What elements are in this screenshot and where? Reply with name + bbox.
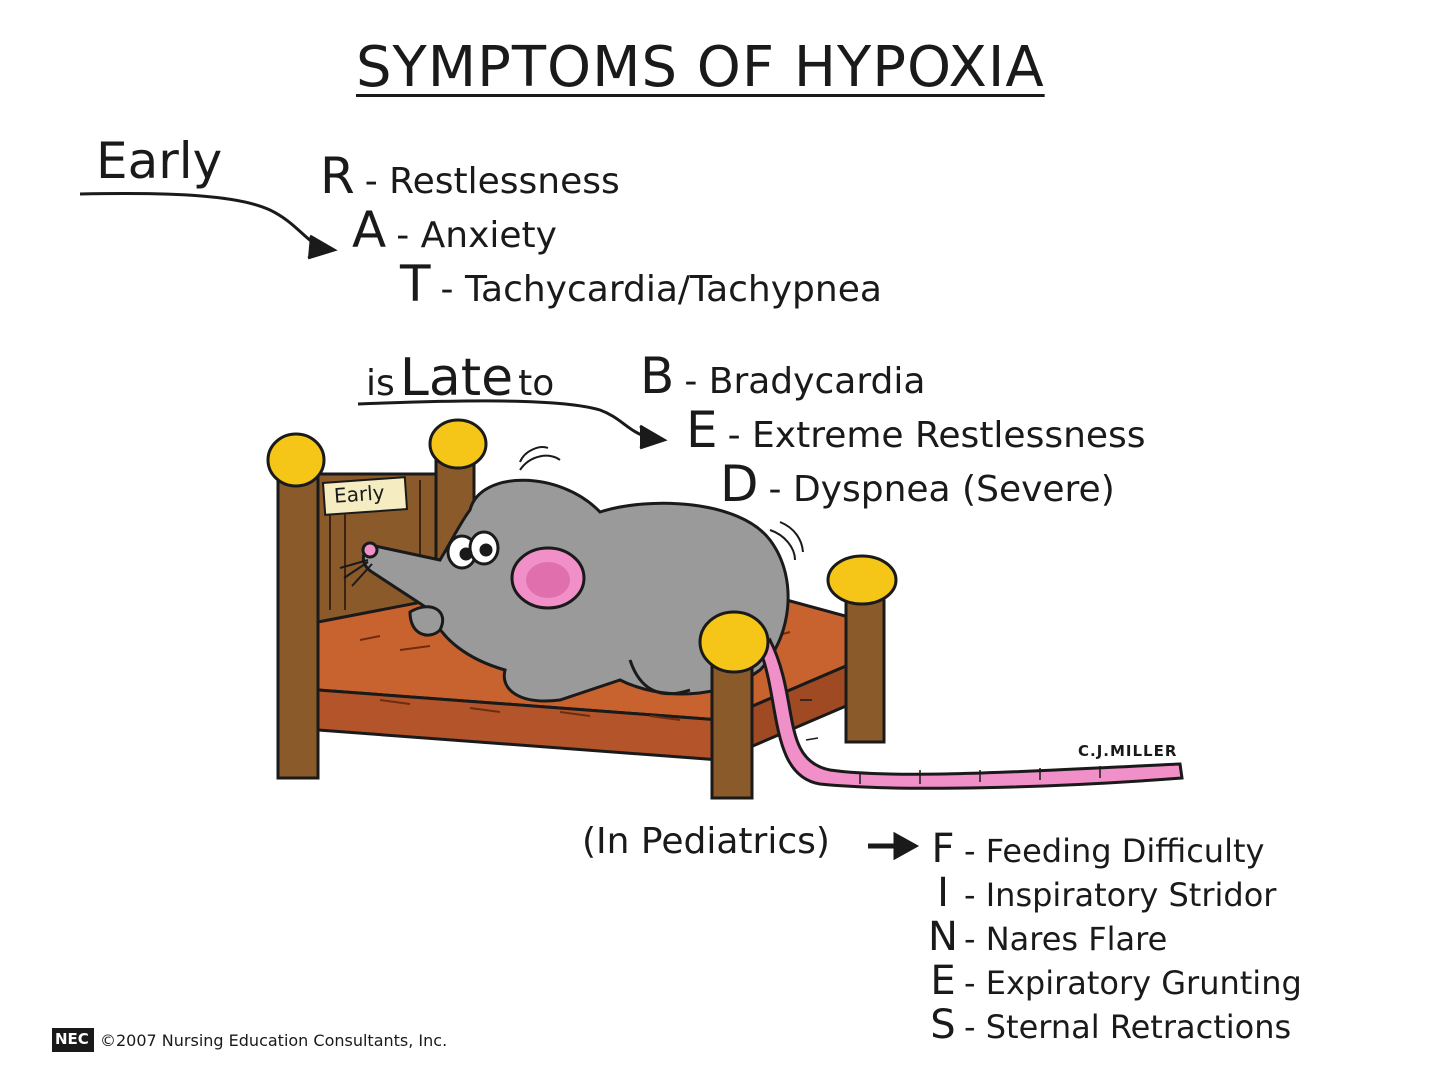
rat-item-r: R - Restlessness (320, 148, 620, 204)
early-arrow-icon (79, 192, 338, 260)
late-suffix: to (518, 363, 555, 404)
rat-tail (758, 637, 1184, 790)
artist-signature: C.J.MILLER (1078, 742, 1178, 760)
rat-letter-t: T (400, 255, 431, 313)
rat-letter-r: R (320, 147, 355, 205)
fines-text-n: - Nares Flare (964, 920, 1168, 958)
bed-item-e: E - Extreme Restlessness (686, 402, 1146, 458)
fines-text-i: - Inspiratory Stridor (964, 876, 1277, 914)
fines-letter-f: F (931, 826, 955, 872)
bed-text-e: - Extreme Restlessness (727, 415, 1146, 456)
bed-text-b: - Bradycardia (684, 361, 926, 402)
bed-sign-text: Early (333, 480, 386, 508)
bed-letter-e: E (686, 401, 718, 459)
rat-item-t: T - Tachycardia/Tachypnea (400, 256, 882, 312)
rat-text-a: - Anxiety (396, 215, 557, 256)
fines-letter-n: N (928, 914, 958, 960)
pediatrics-arrow-icon (868, 831, 920, 861)
fines-item-f: F - Feeding Difficulty (926, 828, 1302, 872)
fines-letter-e: E (930, 958, 956, 1004)
rat-item-a: A - Anxiety (352, 202, 557, 258)
fines-list: F - Feeding Difficulty I - Inspiratory S… (926, 828, 1302, 1048)
fines-item-n: N - Nares Flare (926, 916, 1302, 960)
copyright-notice: ©2007 Nursing Education Consultants, Inc… (100, 1031, 448, 1050)
late-word: Late (399, 348, 514, 408)
page-title: SYMPTOMS OF HYPOXIA (356, 35, 1045, 100)
bed-footboard (698, 554, 898, 800)
rat-text-r: - Restlessness (364, 161, 620, 202)
late-arrow-icon (357, 399, 668, 450)
fines-text-f: - Feeding Difficulty (964, 832, 1265, 870)
early-label: Early (96, 132, 223, 190)
fines-text-s: - Sternal Retractions (964, 1008, 1292, 1046)
bed-letter-d: D (720, 455, 759, 513)
pediatrics-label: (In Pediatrics) (582, 821, 830, 862)
rat-text-t: - Tachycardia/Tachypnea (440, 269, 882, 310)
fines-item-s: S - Sternal Retractions (926, 1004, 1302, 1048)
late-label: is Late to (366, 348, 554, 420)
bed-item-b: B - Bradycardia (640, 348, 925, 404)
nec-logo-text: NEC (55, 1030, 89, 1048)
fines-text-e: - Expiratory Grunting (964, 964, 1302, 1002)
bed-letter-b: B (640, 347, 675, 405)
fines-letter-s: S (930, 1002, 956, 1048)
rat-letter-a: A (352, 201, 387, 259)
rat (339, 446, 804, 703)
late-prefix: is (366, 363, 395, 404)
fines-letter-i: I (937, 870, 949, 916)
fines-item-e: E - Expiratory Grunting (926, 958, 1302, 1004)
fines-item-i: I - Inspiratory Stridor (926, 872, 1302, 916)
bed-text-d: - Dyspnea (Severe) (768, 469, 1115, 510)
bed-item-d: D - Dyspnea (Severe) (720, 456, 1115, 512)
nec-logo-icon (52, 1028, 94, 1052)
